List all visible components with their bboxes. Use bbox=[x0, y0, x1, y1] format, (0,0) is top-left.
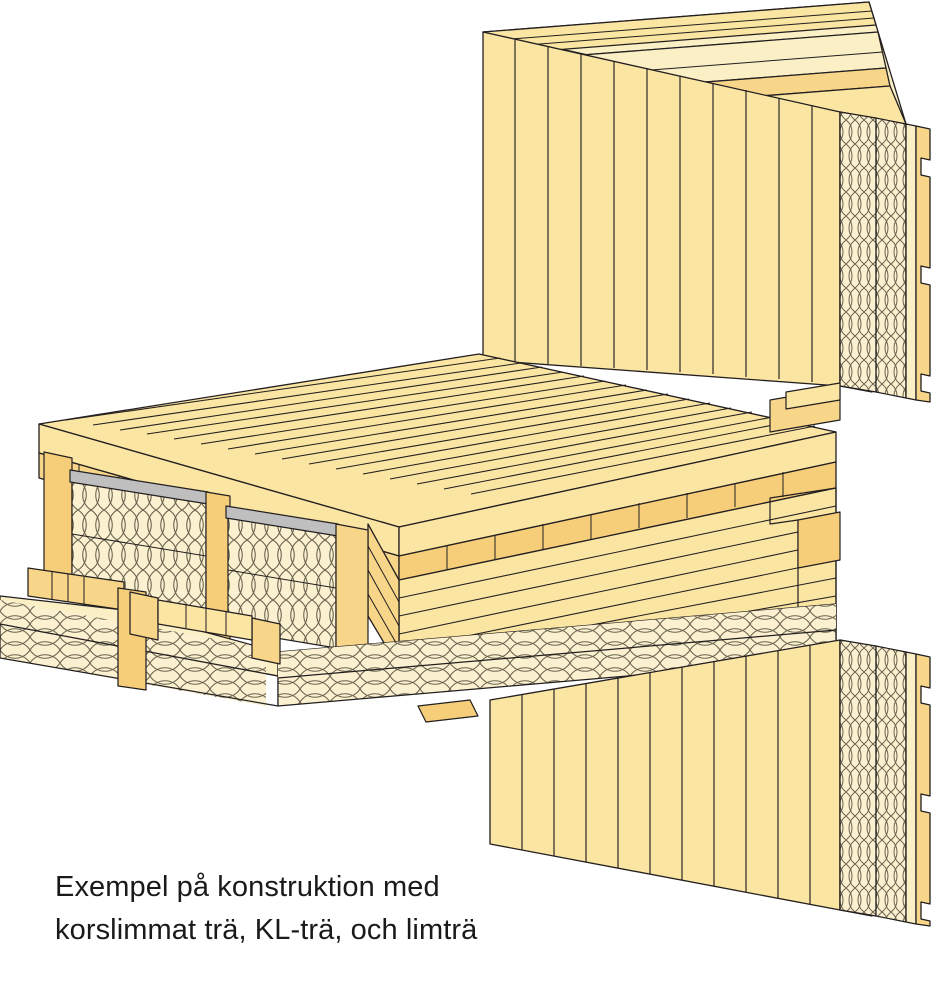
clt-wall-upper bbox=[482, 1, 931, 403]
wall-insulation-layer-1 bbox=[840, 112, 876, 392]
clt-wall-lower bbox=[489, 639, 931, 927]
wall-board-joints bbox=[514, 39, 813, 382]
wall-lower-insulation-layer-2 bbox=[876, 646, 906, 922]
wall-exterior-cladding-upper bbox=[915, 125, 931, 403]
wall-cavity-insulation bbox=[43, 451, 369, 661]
floor-edge-blocks-right bbox=[446, 472, 784, 570]
floor-deck-planks bbox=[65, 357, 816, 495]
soffit-batten-a bbox=[129, 591, 159, 641]
wall-lower-board-joints bbox=[521, 645, 811, 904]
wall-lower-insulation-layer-1 bbox=[840, 640, 876, 916]
junction-spacer bbox=[785, 382, 841, 410]
wall-insulation-layer-2 bbox=[876, 118, 906, 398]
caption-line-1: Exempel på konstruktion med bbox=[55, 871, 440, 903]
wall-exterior-cladding-lower bbox=[915, 653, 931, 927]
soffit-nib-block bbox=[157, 599, 253, 641]
wall-floor-junction bbox=[769, 382, 841, 569]
wall-membrane-lower bbox=[905, 651, 917, 925]
caption-line-2: korslimmat trä, KL-trä, och limträ bbox=[55, 914, 478, 946]
soffit-batten-b bbox=[251, 617, 281, 665]
cavity-stud-right bbox=[335, 523, 369, 661]
junction-bearing-block bbox=[797, 511, 841, 569]
figure-caption: Exempel på konstruktion med korslimmat t… bbox=[55, 866, 615, 952]
soffit-cleat-a bbox=[417, 699, 479, 723]
wall-membrane-upper bbox=[905, 123, 917, 401]
